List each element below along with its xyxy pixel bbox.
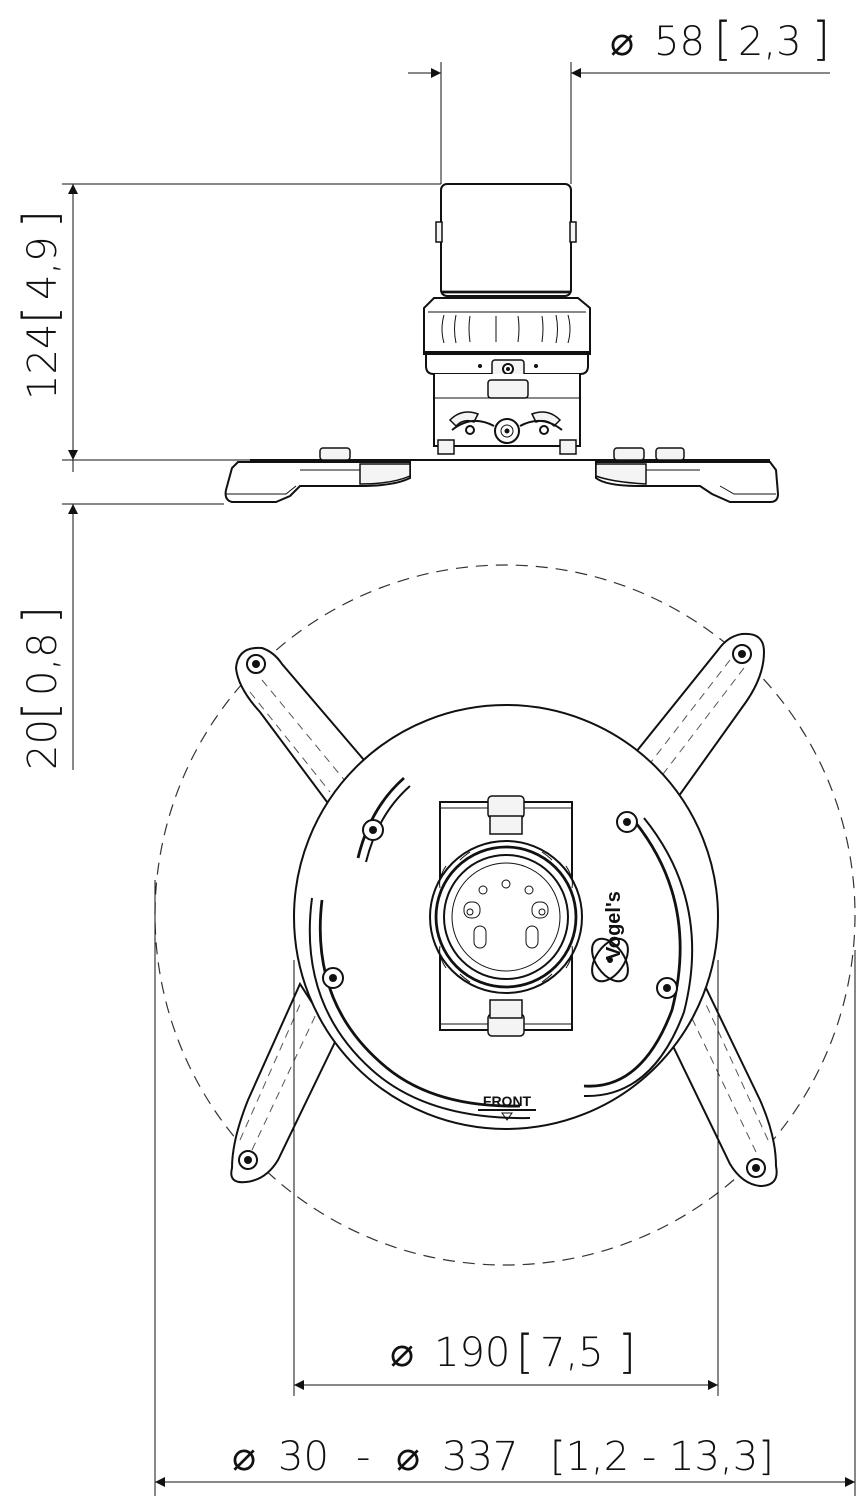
dim-plate-diameter: ⌀ 190 [ 7,5 ] [293,960,719,1396]
brand-text: Vogel's [603,891,625,960]
dim-tube-bracket-close: ] [812,12,830,66]
dim-tube-inch: 2,3 [738,19,802,65]
dim-plate-thickness: 20 [ 0,8 ] [13,460,224,770]
dim-tube-diameter: ⌀ 58 [ 2,3 ] [408,12,830,184]
center-hub [429,795,583,1037]
dim-plate-value: 190 [434,1330,510,1376]
dim-height-bracket-open: [ [13,306,67,324]
top-view: Vogel's FRONT [154,564,856,1266]
dim-height-value: 124 [20,324,66,400]
base-plate-side [224,447,780,503]
mounting-arms [230,632,778,1188]
front-marker: FRONT [478,1093,536,1121]
dim-thickness-bracket-open: [ [13,702,67,720]
dim-plate-inch: 7,5 [540,1330,604,1376]
dim-height: 124 [ 4,9 ] [13,183,441,461]
dim-thickness-bracket-close: ] [13,606,67,624]
dim-mount-range: ⌀ 30 - ⌀ 337 [1,2 - 13,3] [154,880,856,1496]
dim-height-inch: 4,9 [20,236,66,300]
dim-plate-bracket-open: [ [516,1325,534,1379]
front-label: FRONT [483,1093,532,1109]
side-view [224,183,780,503]
dim-tube-value: 58 [654,19,705,65]
dim-range-symbol-max: ⌀ [396,1434,420,1480]
max-range-circle [154,564,856,1266]
joint-housing [425,353,589,455]
tilt-collar [423,297,591,355]
dim-tube-symbol: ⌀ [610,19,634,65]
dim-plate-symbol: ⌀ [390,1330,414,1376]
dim-range-max: 337 [442,1434,518,1480]
brand-logo: Vogel's [591,891,629,983]
dim-range-symbol-min: ⌀ [232,1434,256,1480]
dim-thickness-inch: 0,8 [20,632,66,696]
ceiling-tube [435,183,577,297]
dimension-lines: ⌀ 58 [ 2,3 ] 124 [ 4,9 ] [13,12,856,1496]
dim-thickness-value: 20 [20,719,66,770]
dim-height-bracket-close: ] [13,210,67,228]
adjustment-slots [308,776,694,1120]
dim-range-min: 30 [278,1434,329,1480]
dim-tube-bracket-open: [ [714,12,732,66]
dim-range-bracket: [1,2 - 13,3] [550,1434,774,1480]
dim-plate-bracket-close: ] [618,1325,636,1379]
dim-range-separator: - [356,1434,370,1480]
